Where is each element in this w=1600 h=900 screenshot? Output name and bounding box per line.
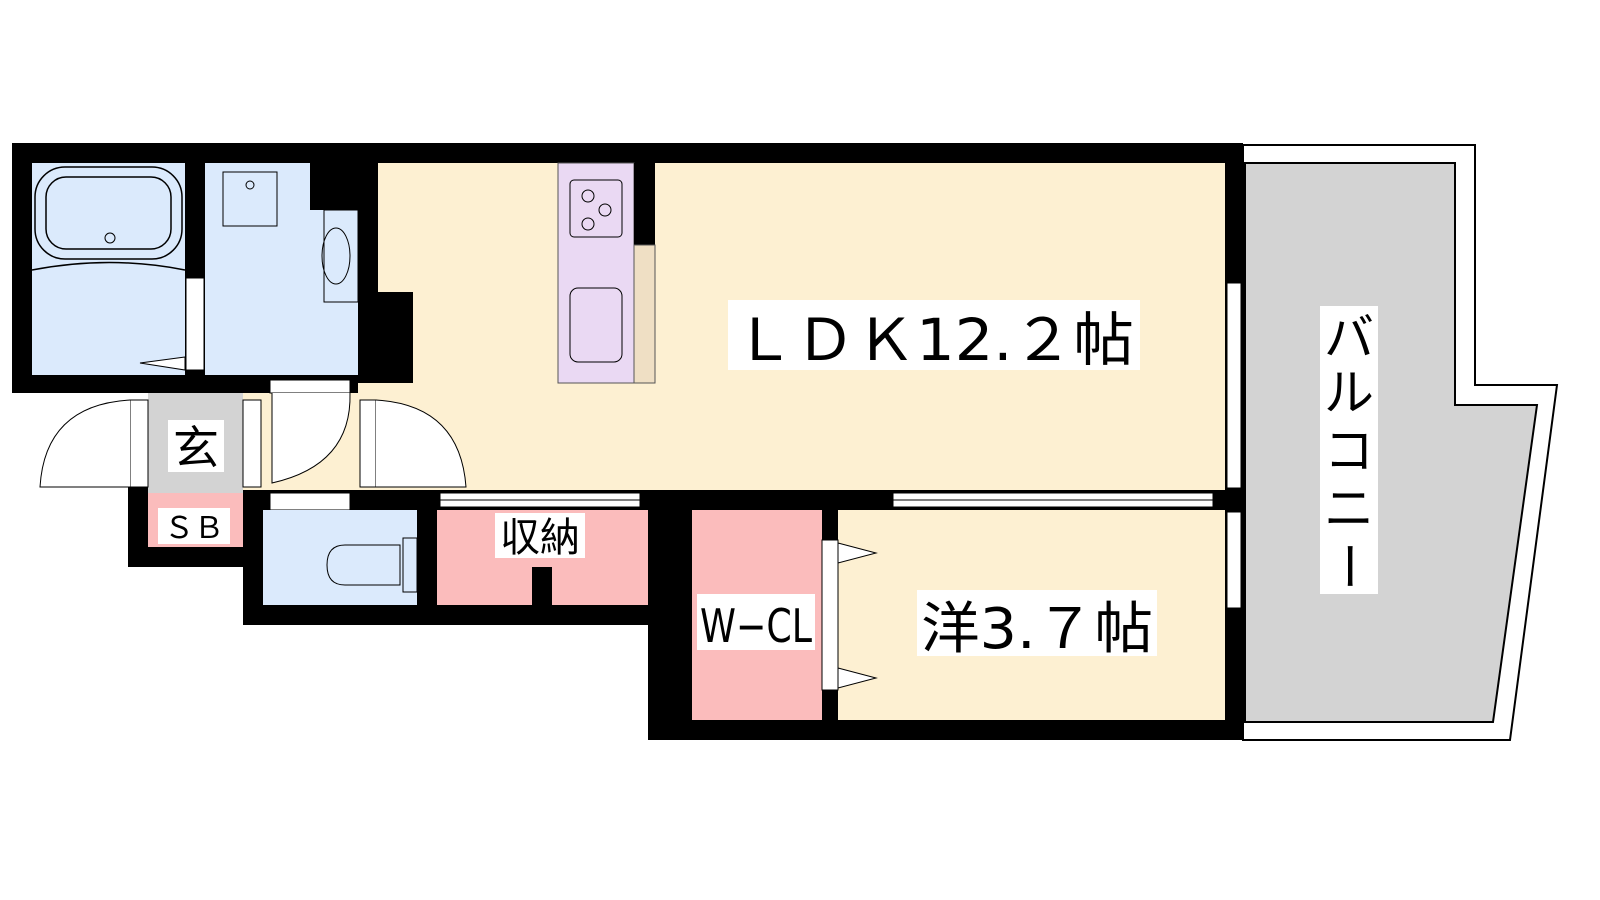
balcony-label-char: ル xyxy=(1324,364,1374,422)
toilet-icon xyxy=(326,544,401,586)
washroom xyxy=(205,163,310,375)
western-room-label: 洋3.７帖 xyxy=(921,597,1153,662)
bathroom xyxy=(32,163,185,375)
balcony xyxy=(1244,162,1539,723)
sink-icon xyxy=(569,287,623,363)
balcony-label-char: コ xyxy=(1324,422,1374,480)
ldk-door[interactable] xyxy=(359,399,377,488)
balcony-label-char: バ xyxy=(1324,309,1374,367)
wcl-label: W−CL xyxy=(700,599,812,653)
shoebox-label: ＳＢ xyxy=(164,511,224,546)
washing-machine-icon xyxy=(222,171,278,227)
closet-door[interactable] xyxy=(821,539,839,691)
storage-label: 収納 xyxy=(500,515,580,561)
front-door[interactable] xyxy=(129,399,149,488)
stove-icon xyxy=(569,179,623,238)
kitchen-counter xyxy=(557,162,635,384)
toilet-room xyxy=(263,510,417,605)
bath-door[interactable] xyxy=(185,277,205,371)
entrance-label: 玄 xyxy=(173,421,219,475)
washroom-door[interactable] xyxy=(269,379,351,394)
bathtub-icon xyxy=(34,166,183,260)
washbasin-icon xyxy=(323,209,359,303)
balcony-label: バ ル コ ニ ー xyxy=(1319,309,1377,591)
western-window[interactable] xyxy=(1226,511,1242,609)
balcony-label-char: ー xyxy=(1319,541,1377,591)
ldk-window[interactable] xyxy=(1226,282,1242,489)
toilet-door[interactable] xyxy=(269,492,351,511)
balcony-label-char: ニ xyxy=(1324,480,1374,538)
ldk-label: ＬＤＫ12.２帖 xyxy=(734,306,1134,374)
